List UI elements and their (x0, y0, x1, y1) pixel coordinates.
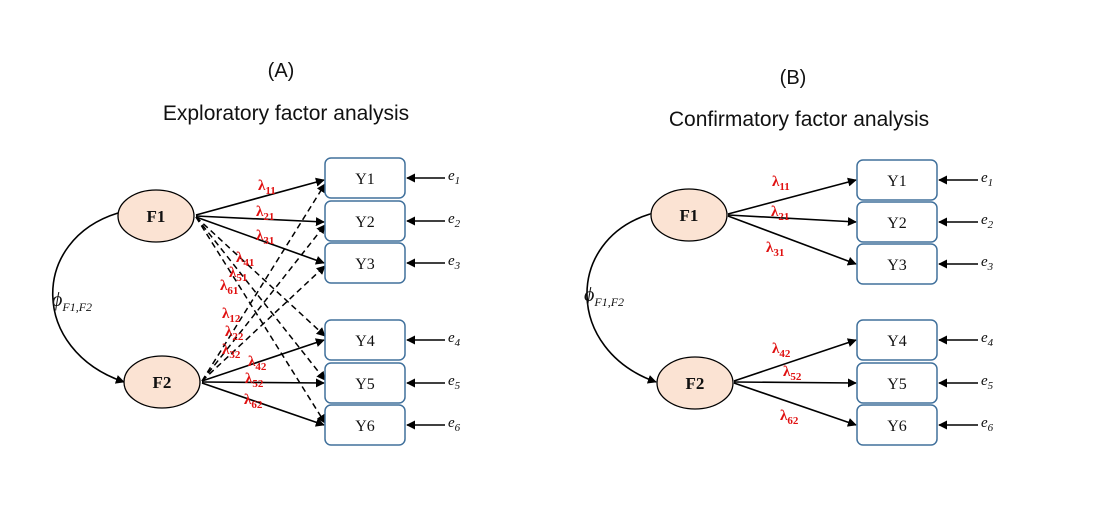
panel-b-error-e4: e4 (981, 330, 994, 349)
panel-b-loading-label-21: λ21 (771, 204, 789, 223)
panel-a-loading-label-12: λ12 (222, 306, 241, 325)
panel-a-path-f1-y6 (195, 216, 326, 424)
panel-b-indicator-y6-label: Y6 (887, 418, 907, 435)
panel-confirmatory: (B) Confirmatory factor analysis ϕF1,F2 … (584, 67, 994, 446)
panel-b-path-f1-y2 (727, 214, 857, 227)
panel-a-indicator-y5-label: Y5 (355, 376, 375, 393)
panel-a-indicator-y6 (324, 404, 406, 446)
panel-a-indicator-y4-label: Y4 (355, 333, 375, 350)
panel-b-error-e6: e6 (981, 415, 994, 434)
panel-b-error-e2: e2 (981, 212, 994, 231)
panel-a-path-f1-y2 (195, 215, 325, 227)
panel-b-loading-label-52: λ52 (783, 364, 802, 383)
panel-b-covariance-label: ϕF1,F2 (584, 284, 624, 309)
panel-b-covariance-arrow (586, 207, 660, 384)
panel-b-indicator-y4 (856, 319, 938, 361)
panel-a-factor-f2 (123, 355, 201, 409)
panel-a-loading-label-62: λ62 (244, 392, 263, 411)
panel-a-covariance-label: ϕF1,F2 (52, 289, 92, 314)
panel-a-path-f2-y1 (201, 183, 326, 382)
panel-b-error-e1: e1 (981, 170, 993, 189)
panel-a-path-f1-y3 (195, 216, 325, 265)
panel-a-covariance-arrow (51, 206, 128, 384)
panel-b-title: Confirmatory factor analysis (669, 108, 929, 131)
panel-b-loading-label-11: λ11 (772, 174, 790, 193)
panel-a-path-f2-y3 (201, 265, 326, 382)
panel-b-indicator-y3 (856, 243, 938, 285)
panel-a-path-f2-y4 (201, 338, 325, 382)
panel-a-indicator-y6-label: Y6 (355, 418, 375, 435)
panel-a-indicator-y1 (324, 157, 406, 199)
panel-b-indicator-y4-label: Y4 (887, 333, 907, 350)
panel-b-indicator-y2-label: Y2 (887, 215, 907, 232)
panel-b-indicator-y5 (856, 362, 938, 404)
panel-a-loading-label-11: λ11 (258, 178, 276, 197)
panel-b-factor-f2 (656, 356, 734, 410)
panel-b-factor-f1 (650, 188, 728, 242)
panel-a-path-f2-y2 (201, 224, 326, 382)
panel-b-path-f2-y6 (733, 382, 857, 427)
panel-exploratory: (A) Exploratory factor analysis ϕF1,F2 F… (51, 60, 461, 446)
panel-a-path-f2-y5 (201, 378, 325, 388)
panel-b-path-f2-y4 (733, 338, 857, 382)
panel-a-loading-label-42: λ42 (248, 354, 267, 373)
panel-b-indicator-y1 (856, 159, 938, 201)
panel-a-indicator-y2-label: Y2 (355, 214, 375, 231)
panel-a-loading-label-31: λ31 (256, 228, 274, 247)
panel-a-indicator-y3-label: Y3 (355, 256, 375, 273)
panel-b-factor-f2-label: F2 (686, 374, 705, 393)
panel-b-path-f1-y3 (727, 215, 857, 266)
panel-b-indicator-y2 (856, 201, 938, 243)
panel-a-loading-label-52: λ52 (245, 371, 264, 390)
panel-b-indicator-y5-label: Y5 (887, 376, 907, 393)
panel-a-indicator-y2 (324, 200, 406, 242)
panel-a-indicator-y5 (324, 362, 406, 404)
panel-b-path-f2-y5 (733, 378, 857, 388)
panel-a-indicator-y3 (324, 242, 406, 284)
panel-b-indicator-y1-label: Y1 (887, 173, 907, 190)
panel-a-loading-label-41: λ41 (236, 250, 254, 269)
panel-a-factor-f2-label: F2 (153, 373, 172, 392)
panel-a-indicator-y1-label: Y1 (355, 171, 375, 188)
panel-b-loading-label-42: λ42 (772, 341, 791, 360)
panel-a-error-e5: e5 (448, 373, 461, 392)
panel-a-path-f1-y1 (195, 177, 325, 216)
panel-a-loading-label-32: λ32 (222, 342, 241, 361)
panel-b-error-e5: e5 (981, 373, 994, 392)
panel-b-indicator-y6 (856, 404, 938, 446)
panel-a-error-e2: e2 (448, 211, 461, 230)
panel-a-title: Exploratory factor analysis (163, 102, 409, 125)
panel-a-error-e3: e3 (448, 253, 461, 272)
panel-b-factor-f1-label: F1 (680, 206, 699, 225)
panel-b-letter: (B) (780, 67, 807, 89)
panel-b-loading-label-31: λ31 (766, 240, 784, 259)
panel-a-loading-label-61: λ61 (220, 278, 238, 297)
panel-a-loading-label-21: λ21 (256, 204, 274, 223)
panel-b-indicator-y3-label: Y3 (887, 257, 907, 274)
panel-a-error-e6: e6 (448, 415, 461, 434)
panel-a-factor-f1 (117, 189, 195, 243)
panel-a-factor-f1-label: F1 (147, 207, 166, 226)
panel-b-error-e3: e3 (981, 254, 994, 273)
panel-b-loading-label-62: λ62 (780, 408, 799, 427)
panel-b-path-f1-y1 (727, 177, 857, 215)
panel-a-indicator-y4 (324, 319, 406, 361)
panel-a-error-e1: e1 (448, 168, 460, 187)
panel-a-loading-label-22: λ22 (225, 324, 244, 343)
panel-a-loading-label-51: λ51 (229, 265, 247, 284)
panel-a-path-f1-y5 (195, 216, 326, 381)
panel-a-error-e4: e4 (448, 330, 461, 349)
panel-a-path-f2-y6 (201, 382, 325, 427)
panel-a-letter: (A) (268, 60, 295, 82)
